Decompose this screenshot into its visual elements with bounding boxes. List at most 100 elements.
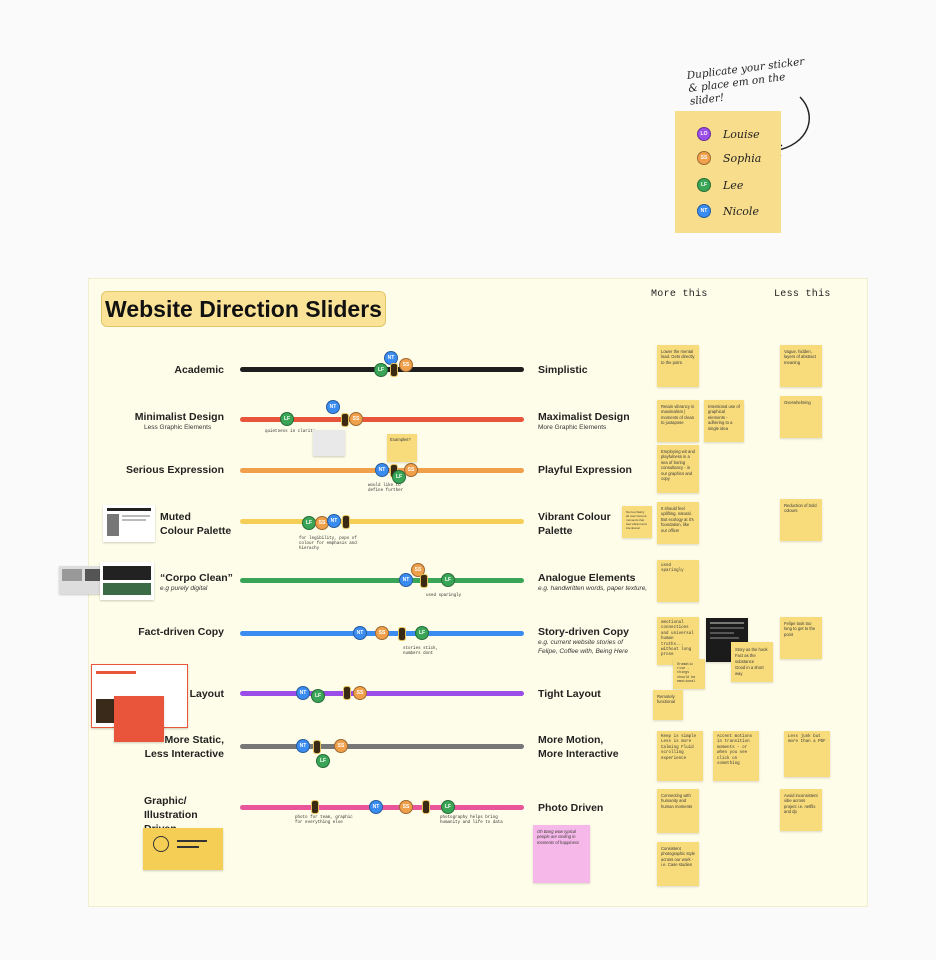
sticky-text: Lower the mental load. Gets directly to …	[661, 349, 695, 365]
sticky-text: used sparingly	[661, 564, 684, 574]
less-this-sticky[interactable]: Less junk but more than a PDF	[784, 731, 830, 777]
sticky-text: Felipe took too long to get to the point	[784, 621, 816, 637]
sticker-ss[interactable]: SS	[404, 463, 418, 477]
legend-name: Sophia	[723, 151, 762, 165]
sticker-lf[interactable]: LF	[302, 516, 316, 530]
sticker-nt[interactable]: NT	[697, 204, 711, 218]
pin-icon[interactable]	[341, 413, 349, 427]
more-this-sticky[interactable]: Retain vibrancy in maximalism | moments …	[657, 400, 699, 442]
sticky-text: Fact as the substance	[735, 653, 756, 664]
sticker-lo[interactable]: LO	[697, 127, 711, 141]
pin-icon[interactable]	[342, 515, 350, 529]
more-this-sticky[interactable]: Dramatic rise - things should be emotion…	[673, 659, 705, 689]
more-this-sticky[interactable]: Intentional use of graphical elements - …	[704, 400, 744, 442]
less-this-sticky[interactable]: Felipe took too long to get to the point	[780, 617, 822, 659]
slider-track-motion[interactable]	[240, 744, 524, 749]
sticker-nt[interactable]: NT	[326, 400, 340, 414]
more-this-sticky[interactable]: Remotely functional	[653, 690, 683, 720]
sticker-nt[interactable]: NT	[369, 800, 383, 814]
more-this-sticky[interactable]: It should feel uplifting, natural. But e…	[657, 502, 699, 544]
pin-icon[interactable]	[311, 800, 319, 814]
sticker-ss[interactable]: SS	[349, 412, 363, 426]
sticky-text: Remotely functional	[657, 694, 675, 705]
sticky-text: Keep is simple Less is more Calming Flui…	[661, 735, 697, 761]
slider-left-label: s Layout	[180, 688, 224, 700]
sticker-nt[interactable]: NT	[375, 463, 389, 477]
slider-track-minimalist[interactable]	[240, 417, 524, 422]
less-this-sticky[interactable]: Overwhelming	[780, 396, 822, 438]
sticky-text: It should feel uplifting, natural. But e…	[661, 506, 694, 533]
sticker-ss[interactable]: SS	[411, 563, 425, 577]
legend-item-lee[interactable]: LF Lee	[697, 177, 743, 193]
legend-name: Nicole	[723, 204, 759, 218]
column-more-this: More this	[651, 289, 708, 300]
more-this-sticky[interactable]: Lower the mental load. Gets directly to …	[657, 345, 699, 387]
less-this-sticky[interactable]: Avoid inconsistent vibe across project i…	[780, 789, 822, 831]
more-this-sticky[interactable]: Connecting with humanity and human momen…	[657, 789, 699, 833]
reference-thumbnail[interactable]	[114, 696, 164, 742]
sticker-nt[interactable]: NT	[327, 514, 341, 528]
slider-left-label: More Static, Less Interactive	[144, 734, 224, 760]
sticker-nt[interactable]: NT	[296, 686, 310, 700]
sticker-nt[interactable]: NT	[353, 626, 367, 640]
slider-track-corpo[interactable]	[240, 578, 524, 583]
more-this-sticky[interactable]: Not too flashy all over! Accent moments …	[622, 506, 652, 538]
pin-icon[interactable]	[313, 740, 321, 754]
slider-right-label: Vibrant Colour Palette	[538, 511, 611, 537]
sticker-nt[interactable]: NT	[296, 739, 310, 753]
sticker-lf[interactable]: LF	[392, 470, 406, 484]
more-this-sticky[interactable]: Keep is simple Less is more Calming Flui…	[657, 731, 703, 781]
sticker-nt[interactable]: NT	[399, 573, 413, 587]
sticker-ss[interactable]: SS	[697, 151, 711, 165]
sticker-ss[interactable]: SS	[399, 800, 413, 814]
sticker-lf[interactable]: LF	[441, 800, 455, 814]
slider-left-sublabel: Less Graphic Elements	[144, 424, 212, 431]
legend-item-nicole[interactable]: NT Nicole	[697, 203, 759, 219]
slider-comment: photo for team, graphic for everything e…	[295, 816, 353, 826]
reference-thumbnail[interactable]	[313, 430, 345, 456]
pin-icon[interactable]	[390, 363, 398, 377]
slider-track-layout[interactable]	[240, 691, 524, 696]
sticky-text: Story as the hook	[735, 647, 768, 652]
sticker-legend: LO Louise SS Sophia LF Lee NT Nicole	[675, 111, 781, 233]
sticky-text: Retain vibrancy in maximalism | moments …	[661, 404, 695, 426]
sticker-lf[interactable]: LF	[311, 689, 325, 703]
less-this-sticky[interactable]: Reduction of bold colours	[780, 499, 822, 541]
legend-item-sophia[interactable]: SS Sophia	[697, 150, 761, 166]
sticker-lf[interactable]: LF	[374, 363, 388, 377]
pin-icon[interactable]	[398, 627, 406, 641]
sticker-ss[interactable]: SS	[375, 626, 389, 640]
slider-comment: stories stick, numbers dont	[403, 647, 439, 657]
more-this-sticky[interactable]: used sparingly	[657, 560, 699, 602]
more-this-sticky[interactable]: emotional connections and universal huma…	[657, 617, 699, 665]
sticker-lf[interactable]: LF	[415, 626, 429, 640]
slider-track-muted[interactable]	[240, 519, 524, 524]
examples-sticky[interactable]: Examples?	[387, 434, 417, 462]
less-this-sticky[interactable]: Vague, hidden, layers of abstract meanin…	[780, 345, 822, 387]
slider-comment: used sparingly	[426, 594, 462, 598]
pin-icon[interactable]	[343, 686, 351, 700]
pin-icon[interactable]	[420, 574, 428, 588]
sticker-lf[interactable]: LF	[280, 412, 294, 426]
slider-right-label: Tight Layout	[538, 688, 601, 700]
reference-thumbnail[interactable]	[143, 828, 223, 870]
pink-sticky[interactable]: Oh Bang wow typical people are smiling i…	[533, 825, 590, 883]
slider-left-label: Academic	[174, 364, 224, 376]
reference-thumbnail[interactable]	[100, 562, 154, 600]
more-this-sticky[interactable]: Accent motions in transition moments - o…	[713, 731, 759, 781]
slider-comment: quietness in clarity	[265, 430, 316, 434]
sticker-ss[interactable]: SS	[334, 739, 348, 753]
sticker-lf[interactable]: LF	[441, 573, 455, 587]
legend-item-louise[interactable]: LO Louise	[697, 126, 760, 142]
pin-icon[interactable]	[422, 800, 430, 814]
more-this-sticky[interactable]: Employing wit and playfulness in a sea o…	[657, 445, 699, 493]
sticker-lf[interactable]: LF	[697, 178, 711, 192]
sticker-lf[interactable]: LF	[316, 754, 330, 768]
reference-thumbnail[interactable]	[103, 505, 155, 542]
more-this-sticky[interactable]: Consistent photographic style across our…	[657, 842, 699, 886]
sticky-text: Consistent photographic style across our…	[661, 846, 695, 868]
sticker-ss[interactable]: SS	[353, 686, 367, 700]
sticker-ss[interactable]: SS	[399, 358, 413, 372]
sticky-text: Good in a short way	[735, 665, 764, 676]
